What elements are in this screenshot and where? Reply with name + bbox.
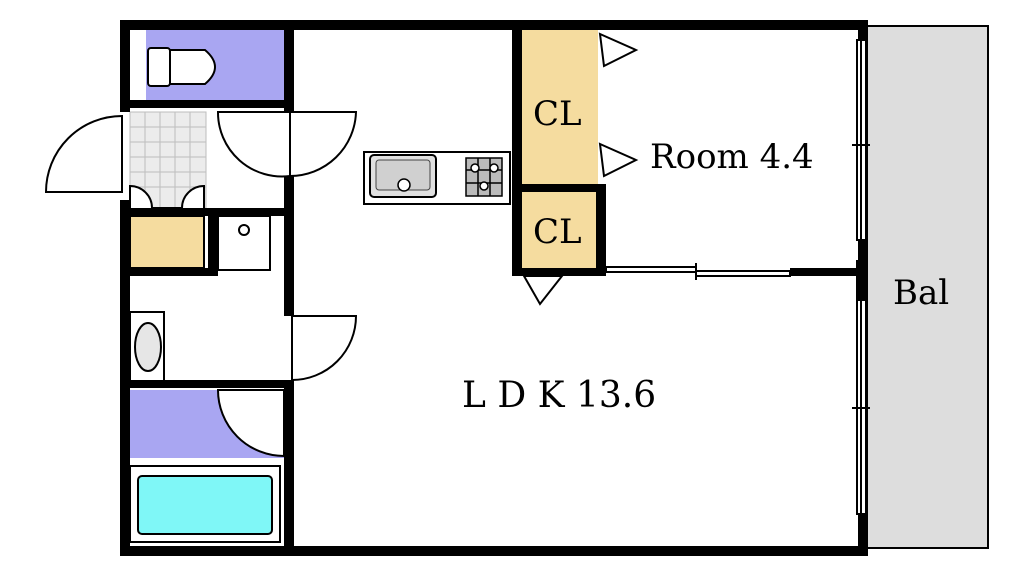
washing-machine-pan: [217, 215, 271, 271]
window: [852, 39, 870, 515]
washbasin-icon: [129, 311, 165, 383]
ldk-label: L D K 13.6: [462, 375, 657, 416]
balcony-area: [865, 25, 989, 549]
sink-icon: [369, 154, 437, 198]
closet-lower-label: CL: [533, 212, 582, 252]
bathtub-basin: [137, 475, 273, 535]
toilet-icon: [147, 47, 216, 87]
sliding-door: [605, 263, 791, 280]
closet-upper-fill: [520, 30, 598, 184]
closet-upper-label: CL: [533, 94, 582, 134]
door-swings: [44, 32, 639, 458]
room-label: Room 4.4: [650, 137, 814, 177]
stove-icon: [465, 157, 503, 197]
balcony-label: Bal: [893, 273, 950, 313]
walls: [120, 20, 868, 556]
shoe-cabinet-fill: [129, 215, 205, 269]
closet-lower-fill: [520, 192, 598, 270]
